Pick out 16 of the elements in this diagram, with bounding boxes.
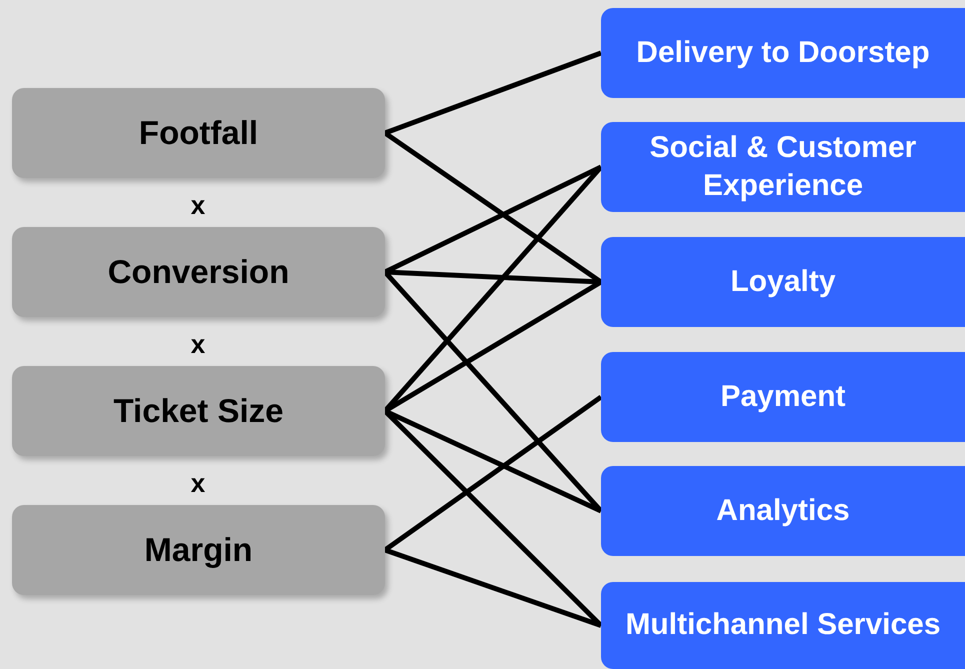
multiply-sign: x: [190, 329, 206, 360]
service-box: Delivery to Doorstep: [601, 8, 965, 98]
service-box: Multichannel Services: [601, 582, 965, 669]
multiply-sign: x: [190, 468, 206, 499]
connector-line: [384, 50, 602, 136]
metric-box: Ticket Size: [12, 366, 385, 456]
service-box: Payment: [601, 352, 965, 442]
multiply-sign: x: [190, 190, 206, 221]
service-box: Social & Customer Experience: [601, 122, 965, 212]
service-box: Analytics: [601, 466, 965, 556]
metric-box: Conversion: [12, 227, 385, 317]
metric-box: Footfall: [12, 88, 385, 178]
metric-box: Margin: [12, 505, 385, 595]
connector-line: [384, 394, 602, 552]
service-box: Loyalty: [601, 237, 965, 327]
connector-line: [384, 548, 602, 628]
